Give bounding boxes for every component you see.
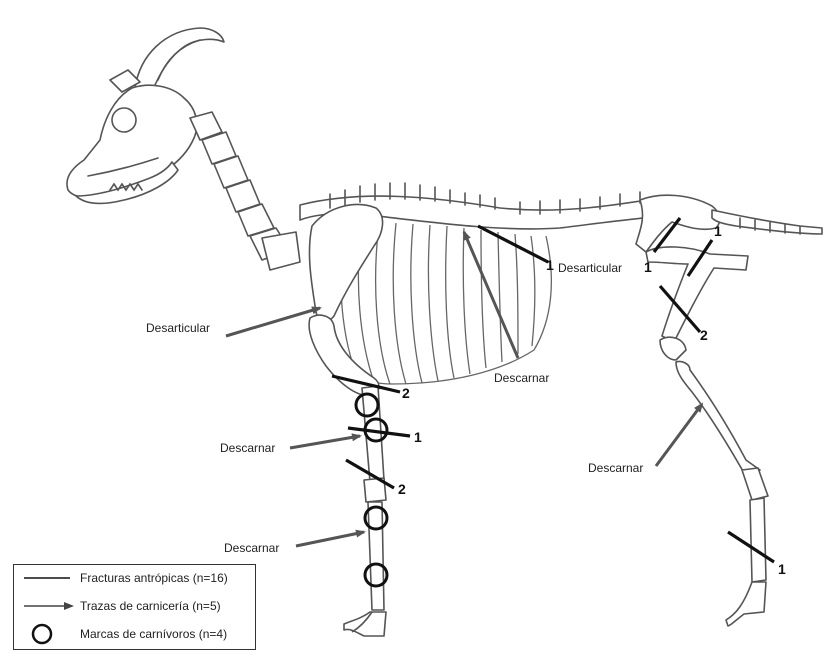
fracture-number: 1 (414, 429, 422, 445)
horn (135, 28, 224, 92)
label-descarnar-hindleg: Descarnar (588, 461, 643, 475)
pelvis (636, 195, 719, 252)
legend: Fracturas antrópicas (n=16) Trazas de ca… (13, 564, 256, 650)
hindleg (646, 247, 768, 626)
circle-icon (22, 622, 72, 646)
legend-fracture-label: Fracturas antrópicas (n=16) (80, 571, 228, 585)
label-descarnar-foreleg-lower: Descarnar (224, 541, 279, 555)
label-descarnar-ribs: Descarnar (494, 371, 549, 385)
legend-item-fracture: Fracturas antrópicas (n=16) (14, 568, 255, 588)
butchery-arrows (226, 232, 702, 546)
fracture-numbers: 1 1 1 2 2 1 2 1 (398, 223, 786, 577)
label-descarnar-foreleg-upper: Descarnar (220, 441, 275, 455)
neck-vertebrae (190, 112, 300, 270)
skull (67, 85, 197, 198)
legend-item-butchery: Trazas de carnicería (n=5) (14, 596, 255, 616)
tail (712, 210, 822, 234)
arrow-icon (22, 596, 78, 616)
fracture-number: 1 (644, 259, 652, 275)
scapula (309, 205, 382, 321)
legend-butchery-label: Trazas de carnicería (n=5) (80, 599, 221, 613)
foreleg (344, 386, 386, 636)
label-desarticular-shoulder: Desarticular (146, 321, 210, 335)
fracture-number: 2 (398, 481, 406, 497)
label-desarticular-hip: Desarticular (558, 261, 622, 275)
fracture-number: 1 (546, 257, 554, 273)
fracture-number: 1 (714, 223, 722, 239)
fracture-number: 1 (778, 561, 786, 577)
fracture-number: 2 (700, 327, 708, 343)
butchery-labels: Desarticular Desarticular Descarnar Desc… (146, 261, 643, 555)
fracture-number: 2 (402, 385, 410, 401)
legend-carnivore-label: Marcas de carnívoros (n=4) (80, 627, 227, 641)
legend-item-carnivore: Marcas de carnívoros (n=4) (14, 624, 255, 644)
fracture-line-icon (22, 568, 72, 588)
